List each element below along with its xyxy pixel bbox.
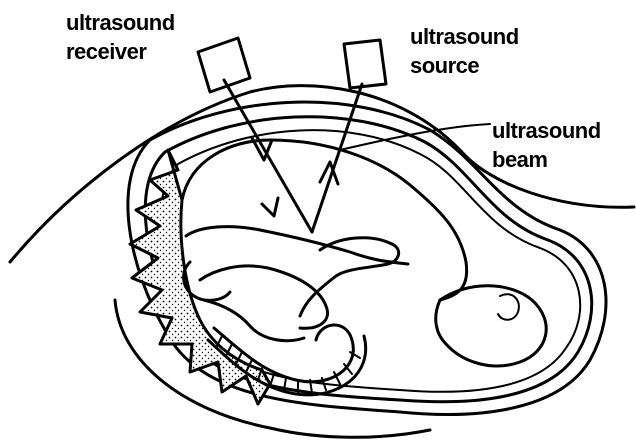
source-label-line-2: source: [410, 51, 519, 80]
beam-label-line-1: ultrasound: [492, 116, 601, 145]
fetus-leg-lower: [204, 300, 304, 341]
abdomen-lower-outline: [115, 300, 430, 437]
fetus-back: [182, 140, 467, 300]
ultrasound-receiver-label: ultrasound receiver: [66, 8, 175, 66]
receiver-label-line-1: ultrasound: [66, 8, 175, 37]
beam-label-line-2: beam: [492, 145, 601, 174]
fetus-foot: [184, 262, 230, 300]
ultrasound-beam-label: ultrasound beam: [492, 116, 601, 174]
fetus-ear: [498, 294, 519, 320]
beam-arrow-lower: [262, 198, 278, 216]
ultrasound-receiver-probe: [198, 38, 250, 92]
ultrasound-source-probe: [344, 40, 386, 88]
source-label-line-1: ultrasound: [410, 22, 519, 51]
fetus-head: [436, 286, 546, 366]
fetus-front: [186, 227, 408, 264]
fetus-leg-upper: [200, 266, 328, 328]
ultrasound-source-label: ultrasound source: [410, 22, 519, 80]
fetus-arm: [300, 238, 399, 316]
incident-beam-line: [312, 84, 362, 232]
receiver-label-line-2: receiver: [66, 37, 175, 66]
